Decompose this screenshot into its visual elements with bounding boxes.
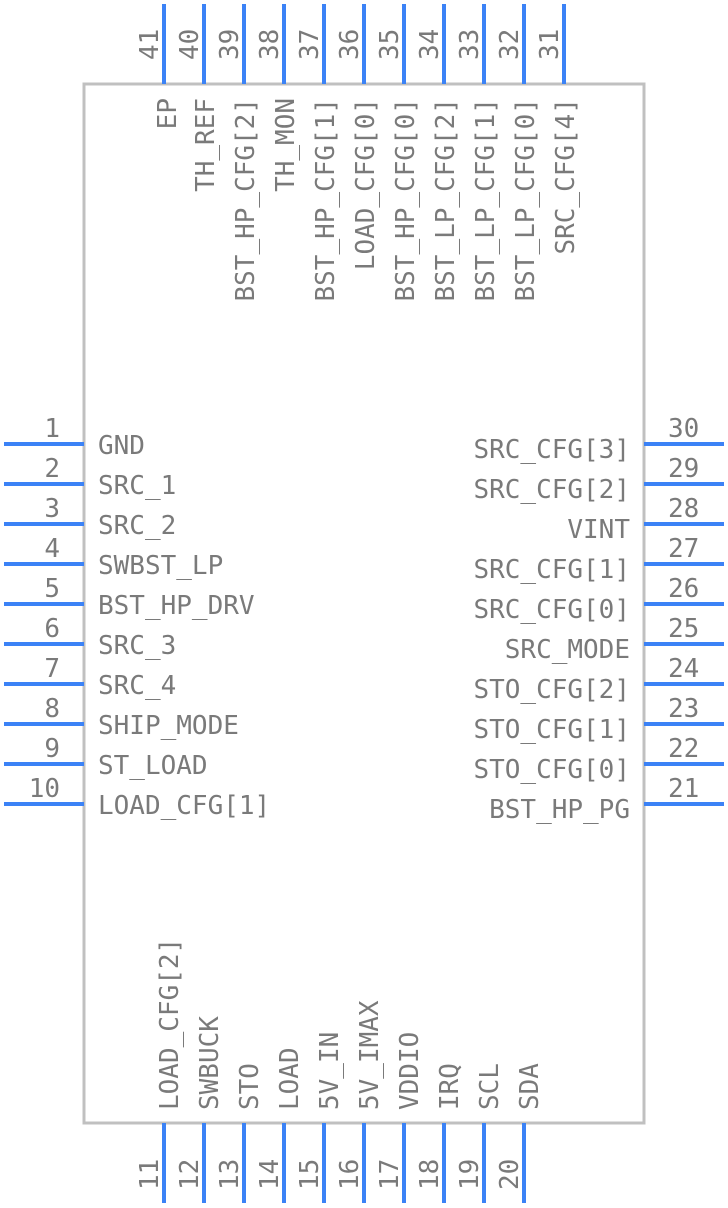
pin-21-number: 21 (668, 774, 699, 804)
pin-22-label: STO_CFG[0] (473, 755, 630, 785)
pin-23-number: 23 (668, 694, 699, 724)
pin-32-number: 32 (495, 29, 525, 60)
pin-14-number: 14 (255, 1159, 285, 1190)
pin-25-number: 25 (668, 614, 699, 644)
pin-33-number: 33 (455, 29, 485, 60)
pin-3-number: 3 (44, 494, 60, 524)
pins: 1GND2SRC_13SRC_24SWBST_LP5BST_HP_DRV6SRC… (4, 4, 724, 1203)
pin-34-label: BST_LP_CFG[2] (431, 98, 461, 302)
pin-5-number: 5 (44, 574, 60, 604)
pin-26-number: 26 (668, 574, 699, 604)
pin-31-label: SRC_CFG[4] (551, 98, 581, 255)
pin-6-label: SRC_3 (98, 631, 176, 661)
pin-39-label: BST_HP_CFG[2] (231, 98, 261, 302)
pin-7-label: SRC_4 (98, 671, 176, 701)
pin-2-label: SRC_1 (98, 471, 176, 501)
pin-20-number: 20 (495, 1159, 525, 1190)
pin-36-label: LOAD_CFG[0] (351, 98, 381, 270)
pin-13-number: 13 (215, 1159, 245, 1190)
pin-26-label: SRC_CFG[0] (473, 595, 630, 625)
pin-40-label: TH_REF (191, 98, 221, 192)
pin-39-number: 39 (215, 29, 245, 60)
pin-19-number: 19 (455, 1159, 485, 1190)
pin-41-number: 41 (135, 29, 165, 60)
pin-11-label: LOAD_CFG[2] (155, 938, 185, 1110)
pin-32-label: BST_LP_CFG[0] (511, 98, 541, 302)
pin-24-number: 24 (668, 654, 699, 684)
pin-33-label: BST_LP_CFG[1] (471, 98, 501, 302)
pin-10-label: LOAD_CFG[1] (98, 791, 270, 821)
pin-17-label: VDDIO (395, 1032, 425, 1110)
pin-18-number: 18 (415, 1159, 445, 1190)
pin-1-label: GND (98, 431, 145, 461)
pin-2-number: 2 (44, 454, 60, 484)
ic-body (82, 82, 646, 1125)
pin-29-number: 29 (668, 454, 699, 484)
pin-31-number: 31 (535, 29, 565, 60)
pin-24-label: STO_CFG[2] (473, 675, 630, 705)
pin-34-number: 34 (415, 29, 445, 60)
pin-9-number: 9 (44, 734, 60, 764)
pin-7-number: 7 (44, 654, 60, 684)
pin-28-label: VINT (567, 515, 630, 545)
pin-12-number: 12 (175, 1159, 205, 1190)
pin-19-label: SCL (475, 1063, 505, 1110)
pin-3-label: SRC_2 (98, 511, 176, 541)
pin-5-label: BST_HP_DRV (98, 591, 255, 621)
pin-35-label: BST_HP_CFG[0] (391, 98, 421, 302)
pin-6-number: 6 (44, 614, 60, 644)
pin-4-number: 4 (44, 534, 60, 564)
pin-40-number: 40 (175, 29, 205, 60)
pin-41-label: EP (153, 98, 183, 129)
pin-18-label: IRQ (435, 1063, 465, 1110)
pin-14-label: LOAD (275, 1047, 305, 1110)
pin-20-label: SDA (515, 1063, 545, 1110)
pin-29-label: SRC_CFG[2] (473, 475, 630, 505)
pin-30-number: 30 (668, 414, 699, 444)
pin-38-label: TH_MON (271, 98, 301, 192)
pin-38-number: 38 (255, 29, 285, 60)
pin-36-number: 36 (335, 29, 365, 60)
pin-27-label: SRC_CFG[1] (473, 555, 630, 585)
pin-4-label: SWBST_LP (98, 551, 223, 581)
pin-10-number: 10 (29, 774, 60, 804)
pin-9-label: ST_LOAD (98, 751, 208, 781)
pin-11-number: 11 (135, 1159, 165, 1190)
pin-22-number: 22 (668, 734, 699, 764)
pin-25-label: SRC_MODE (505, 635, 630, 665)
pin-13-label: STO (235, 1063, 265, 1110)
pin-16-number: 16 (335, 1159, 365, 1190)
pin-37-number: 37 (295, 29, 325, 60)
pin-1-number: 1 (44, 414, 60, 444)
pin-23-label: STO_CFG[1] (473, 715, 630, 745)
pin-27-number: 27 (668, 534, 699, 564)
pin-17-number: 17 (375, 1159, 405, 1190)
pin-8-number: 8 (44, 694, 60, 724)
pin-16-label: 5V_IMAX (355, 1000, 385, 1110)
pin-37-label: BST_HP_CFG[1] (311, 98, 341, 302)
pin-28-number: 28 (668, 494, 699, 524)
pin-12-label: SWBUCK (195, 1016, 225, 1110)
pin-8-label: SHIP_MODE (98, 711, 239, 741)
pin-15-number: 15 (295, 1159, 325, 1190)
pin-35-number: 35 (375, 29, 405, 60)
pin-30-label: SRC_CFG[3] (473, 435, 630, 465)
pin-21-label: BST_HP_PG (489, 795, 630, 825)
pin-15-label: 5V_IN (315, 1032, 345, 1110)
